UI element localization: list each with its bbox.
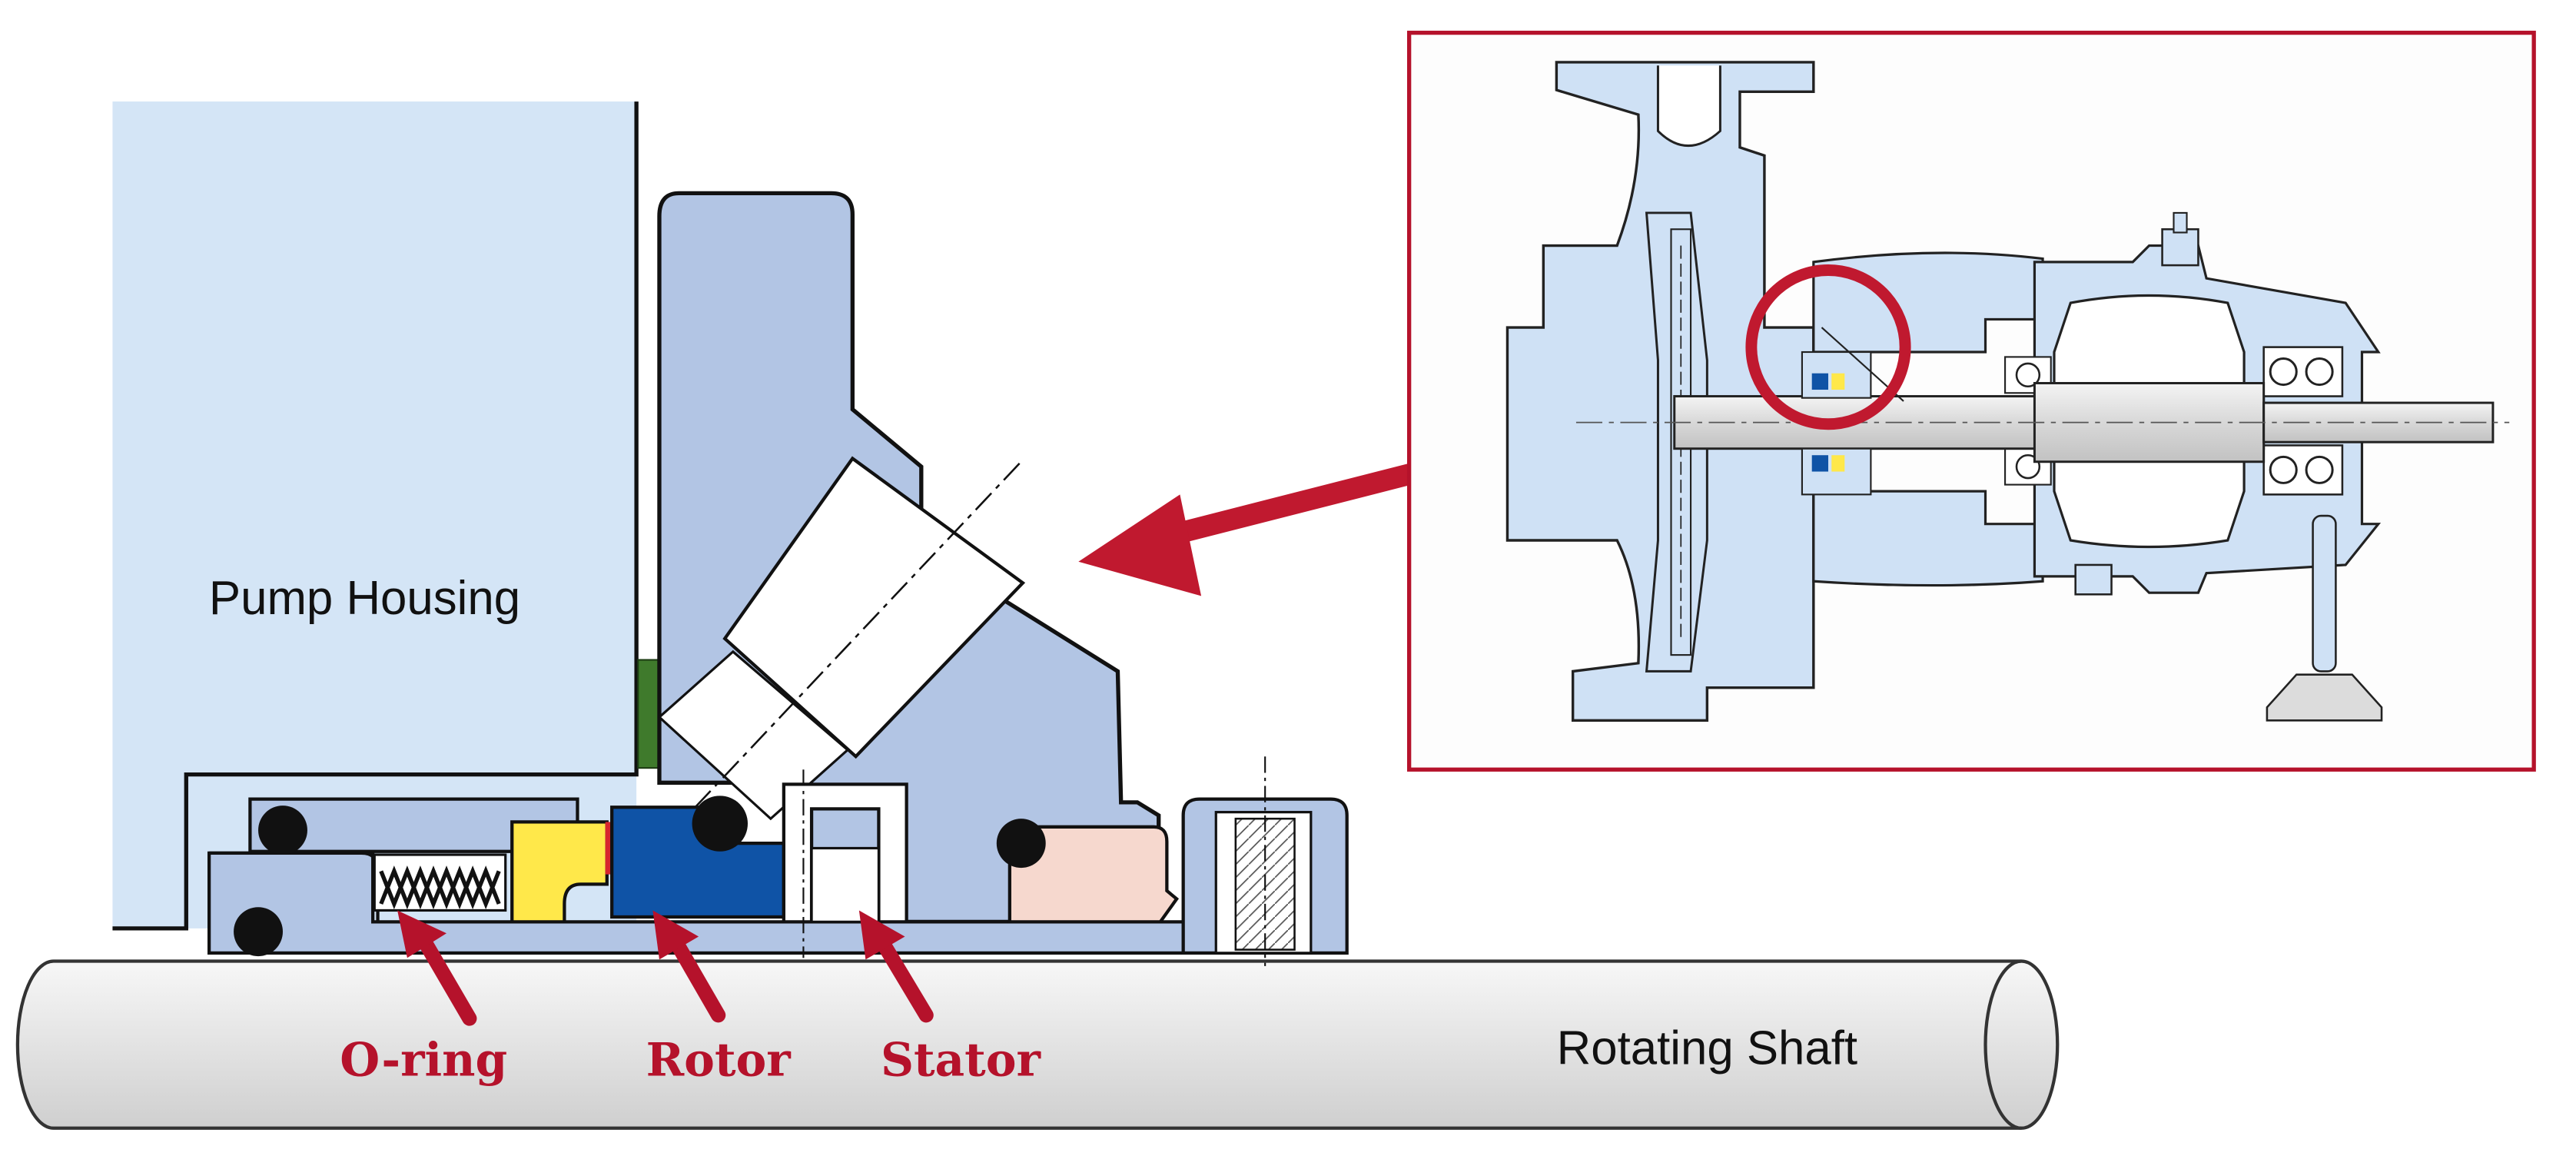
o-ring-label: O-ring [340, 1034, 507, 1088]
throttle-bushing [1007, 825, 1180, 924]
inset-seal [1801, 327, 1904, 496]
rotating-shaft [15, 959, 2060, 1130]
contact-strip [605, 822, 612, 875]
stator-label: Stator [881, 1034, 1042, 1088]
seal-highlight-circle [1745, 264, 1911, 430]
set-screw-collar [1181, 756, 1349, 966]
pointer-arrow-o-ring [397, 910, 477, 1026]
inset-casing [1505, 61, 1815, 722]
o-ring-4 [996, 819, 1046, 869]
o-ring-1 [258, 806, 307, 855]
inset-support-foot [2266, 514, 2383, 722]
flush-port [657, 456, 1026, 821]
shaft-sleeve [207, 797, 1218, 955]
o-ring-2 [234, 907, 283, 957]
pointer-arrow-rotor [652, 910, 726, 1023]
pump-housing-label: Pump Housing [209, 572, 520, 625]
rotating-shaft-label: Rotating Shaft [1557, 1022, 1857, 1075]
spring-retainer-face [510, 820, 609, 924]
pointer-arrow-stator [858, 910, 934, 1023]
pump-cross-section-inset [1406, 30, 2536, 772]
o-ring-3 [692, 796, 748, 852]
rotor-label: Rotor [646, 1034, 792, 1088]
stator [782, 769, 908, 958]
spring [373, 853, 507, 912]
pump-housing [112, 101, 639, 931]
